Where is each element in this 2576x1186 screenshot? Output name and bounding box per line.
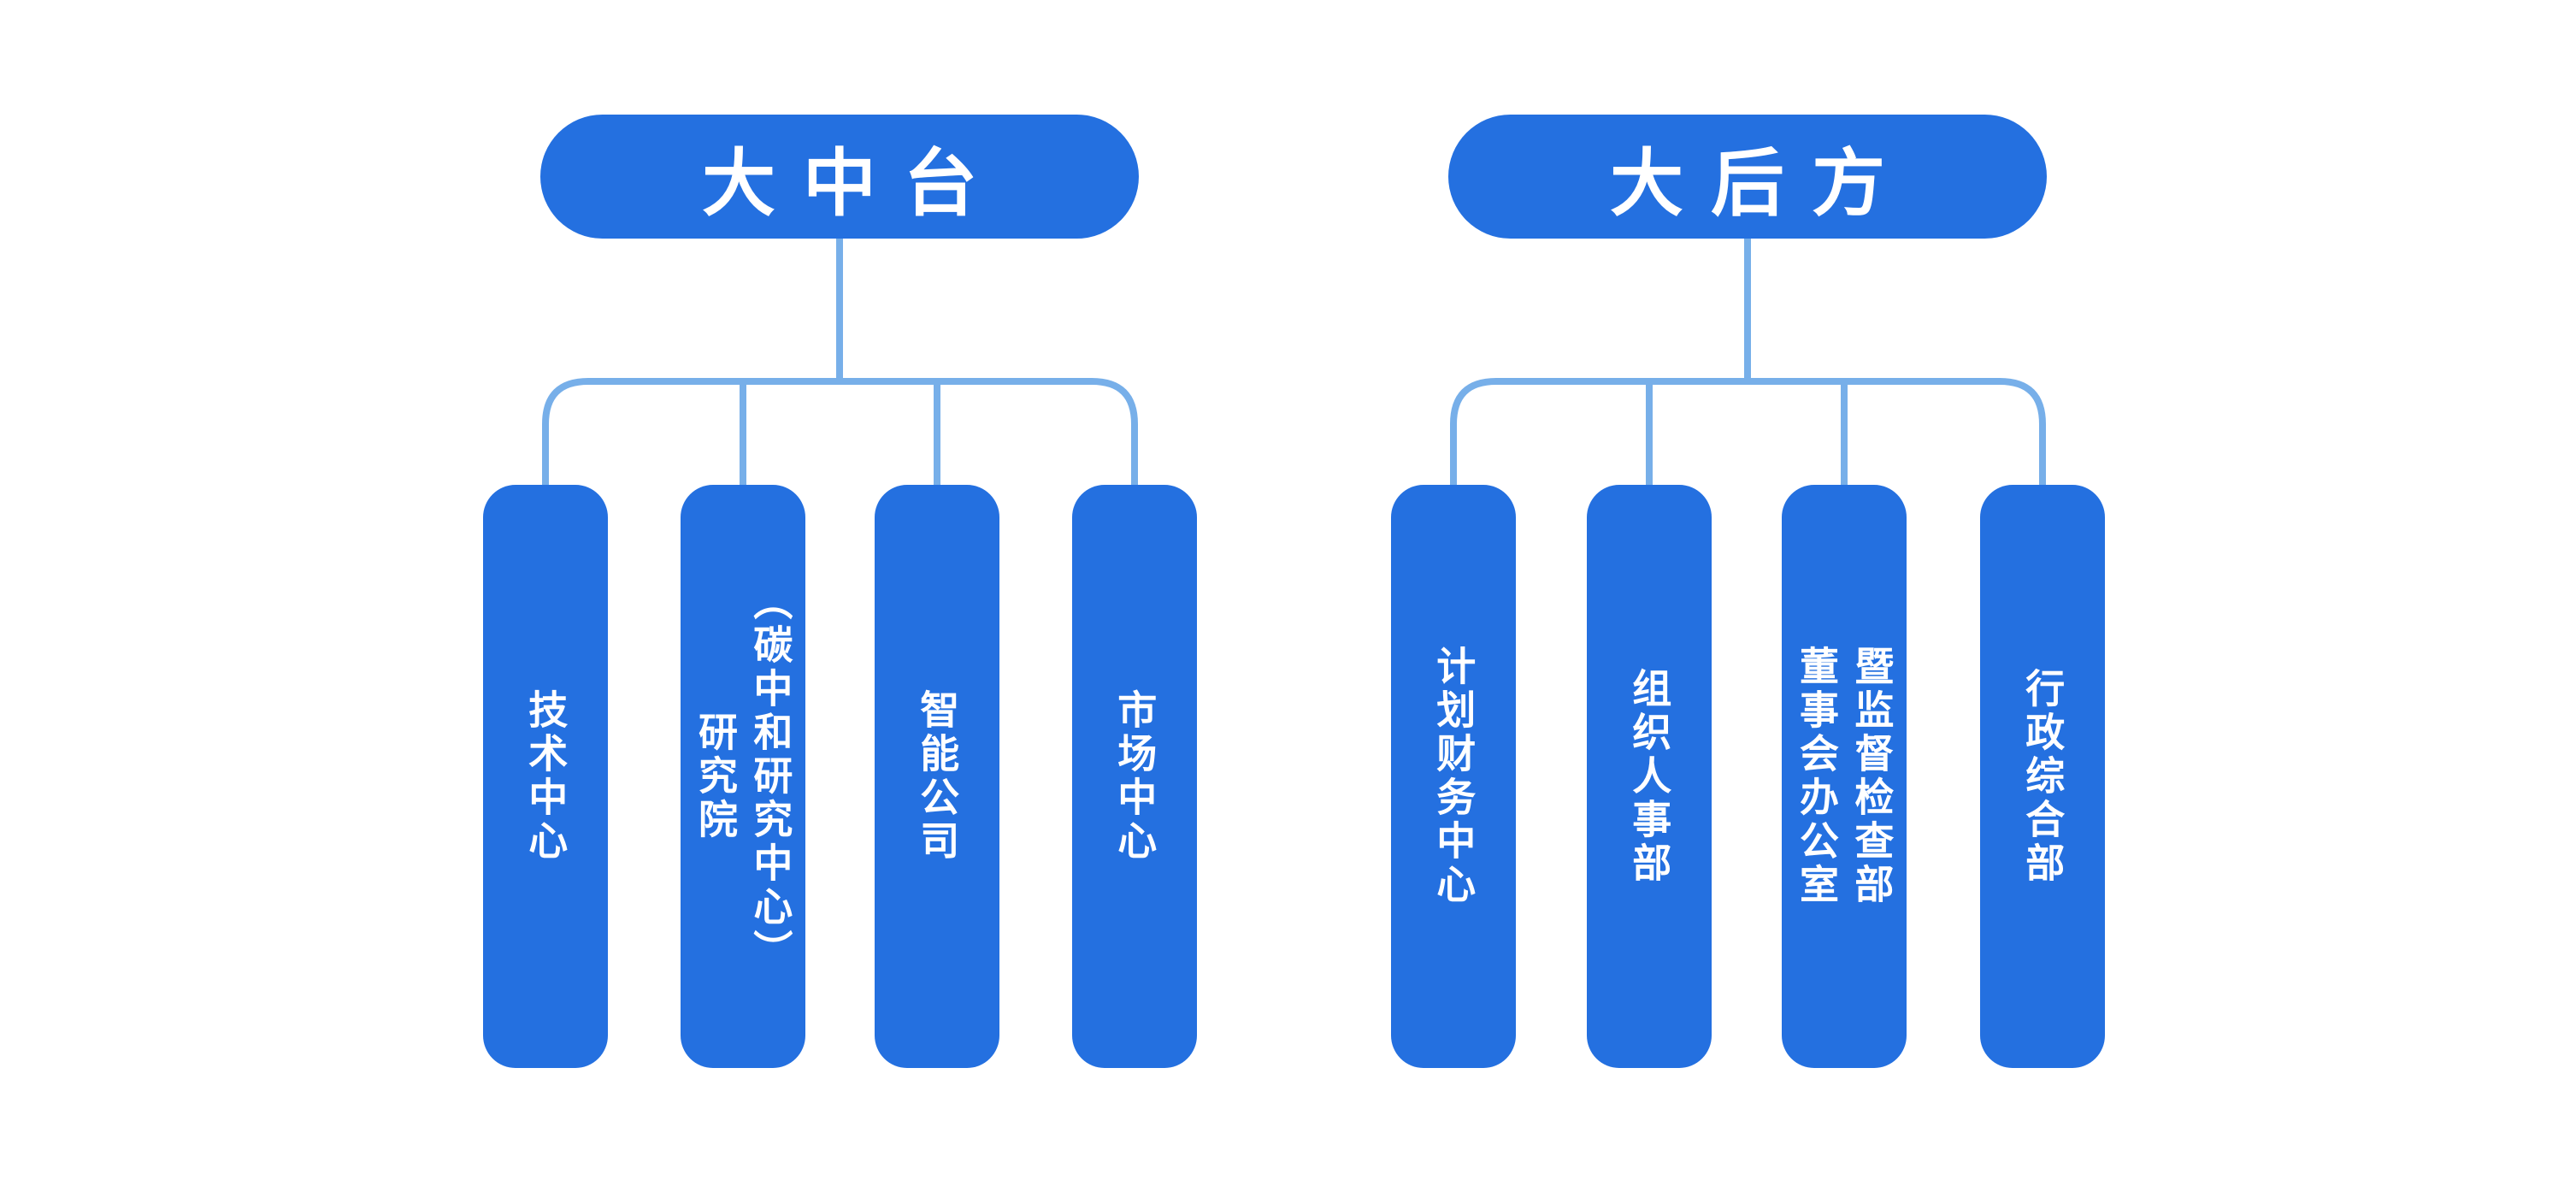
root-node-big-middle-platform[interactable]: 大中台 [540,115,1139,239]
connector-bus-left [542,378,1138,487]
child-node-admin-general-dept[interactable]: 行政综合部 [1980,485,2105,1068]
child-node-label: 董事会办公室 暨监督检查部 [1795,646,1895,907]
root-node-label: 大中台 [702,143,1005,225]
child-node-board-office-supervision-dept[interactable]: 董事会办公室 暨监督检查部 [1782,485,1907,1068]
child-node-label: 技术中心 [523,689,569,864]
child-node-label: 组织人事部 [1627,667,1672,886]
child-node-planning-finance-center[interactable]: 计划财务中心 [1391,485,1516,1068]
root-node-label: 大后方 [1610,143,1913,225]
root-node-big-rear[interactable]: 大后方 [1448,115,2047,239]
child-node-label: 研究院 （碳中和研究中心） [693,580,793,973]
child-node-label: 计划财务中心 [1431,646,1477,907]
child-node-research-institute[interactable]: 研究院 （碳中和研究中心） [681,485,805,1068]
child-node-label: 智能公司 [915,689,960,864]
child-node-label: 行政综合部 [2020,667,2066,886]
child-node-market-center[interactable]: 市场中心 [1072,485,1197,1068]
connector-bus-right [1450,378,2046,487]
child-node-technology-center[interactable]: 技术中心 [483,485,608,1068]
child-node-intelligence-company[interactable]: 智能公司 [875,485,999,1068]
child-node-label: 市场中心 [1112,689,1158,864]
child-node-organization-hr-dept[interactable]: 组织人事部 [1587,485,1712,1068]
